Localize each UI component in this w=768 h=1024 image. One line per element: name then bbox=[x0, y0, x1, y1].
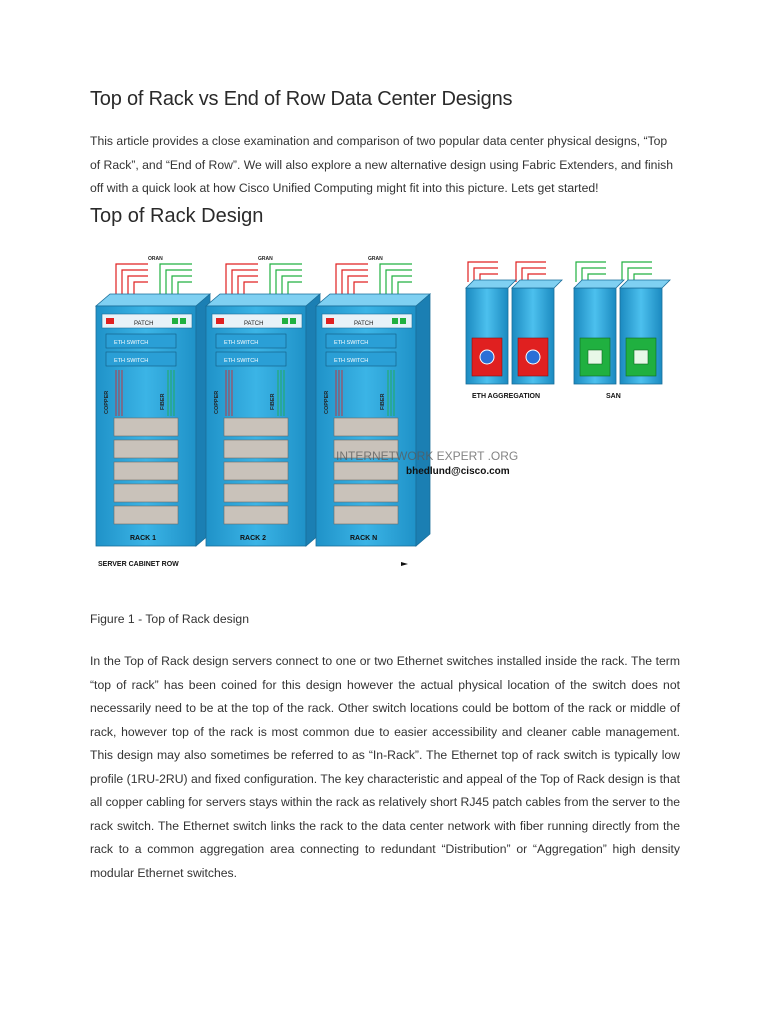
copper-label: COPPER bbox=[214, 391, 220, 414]
rack-top-label: GRAN bbox=[368, 256, 383, 262]
rack-top-label: GRAN bbox=[258, 256, 273, 262]
fiber-label: FIBER bbox=[380, 393, 386, 410]
rack-n: GRAN PATCH ETH SWITCH ETH SWITCH COPPER … bbox=[314, 256, 432, 547]
aggregation-label: ETH AGGREGATION bbox=[472, 393, 540, 400]
fiber-label: FIBER bbox=[160, 393, 166, 410]
fiber-label: FIBER bbox=[270, 393, 276, 410]
body-paragraph: In the Top of Rack design servers connec… bbox=[90, 654, 680, 880]
san-label: SAN bbox=[606, 393, 621, 400]
watermark-text: INTERNETWORK EXPERT .ORG bbox=[336, 449, 518, 463]
copper-label: COPPER bbox=[104, 391, 110, 414]
rack-top-label: ORAN bbox=[148, 256, 163, 262]
arrow-icon bbox=[401, 562, 408, 566]
rack-label: RACK 2 bbox=[240, 535, 266, 542]
top-of-rack-figure: ORAN PATCH ETH SWITCH ETH SWITCH COPPER … bbox=[94, 256, 671, 568]
patch-label: PATCH bbox=[134, 321, 153, 327]
email-text: bhedlund@cisco.com bbox=[406, 466, 510, 477]
figure-caption: Figure 1 - Top of Rack design bbox=[90, 612, 249, 626]
eth-switch-label: ETH SWITCH bbox=[224, 358, 258, 364]
rack-label: RACK N bbox=[350, 535, 377, 542]
eth-aggregation: ETH AGGREGATION bbox=[465, 261, 563, 400]
intro-paragraph: This article provides a close examinatio… bbox=[90, 134, 674, 195]
page-title: Top of Rack vs End of Row Data Center De… bbox=[90, 88, 513, 110]
copper-label: COPPER bbox=[324, 391, 330, 414]
eth-switch-label: ETH SWITCH bbox=[224, 340, 258, 346]
patch-label: PATCH bbox=[244, 321, 263, 327]
rack-label: RACK 1 bbox=[130, 535, 156, 542]
patch-label: PATCH bbox=[354, 321, 373, 327]
section-title: Top of Rack Design bbox=[90, 205, 264, 227]
eth-switch-label: ETH SWITCH bbox=[114, 358, 148, 364]
eth-switch-label: ETH SWITCH bbox=[334, 358, 368, 364]
row-label: SERVER CABINET ROW bbox=[98, 561, 179, 568]
eth-switch-label: ETH SWITCH bbox=[114, 340, 148, 346]
rack-1: ORAN PATCH ETH SWITCH ETH SWITCH COPPER … bbox=[94, 256, 212, 547]
eth-switch-label: ETH SWITCH bbox=[334, 340, 368, 346]
rack-2: GRAN PATCH ETH SWITCH ETH SWITCH COPPER … bbox=[204, 256, 322, 547]
san: SAN bbox=[573, 261, 671, 400]
